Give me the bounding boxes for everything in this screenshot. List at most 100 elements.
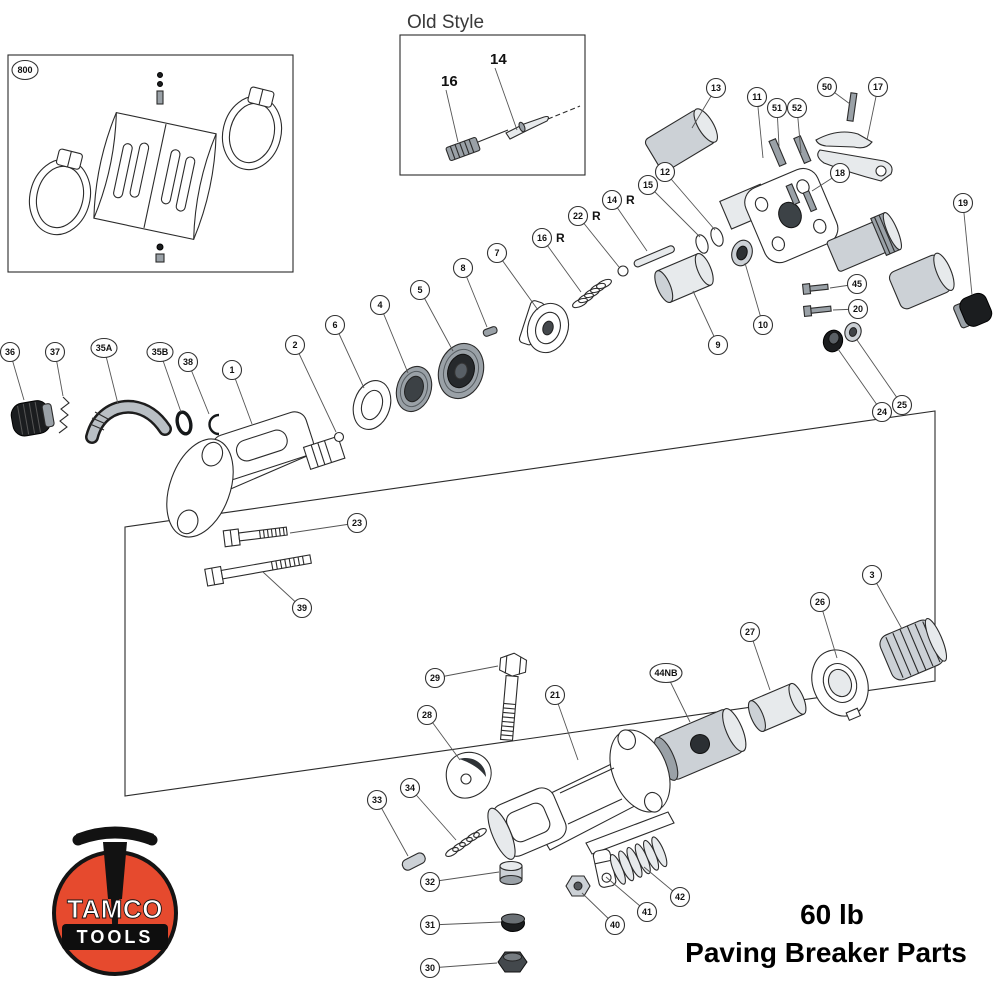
part-valve-stem [633, 245, 675, 268]
part-ball [617, 265, 629, 277]
svg-text:24: 24 [877, 407, 887, 417]
svg-text:52: 52 [792, 103, 802, 113]
callout-20: 20 [847, 298, 869, 320]
muffler-hardware [155, 72, 165, 263]
part-plug [953, 292, 993, 329]
callout-27: 27 [739, 621, 761, 643]
logo-text-tools: TOOLS [77, 927, 154, 947]
part-buffer-spring [609, 836, 668, 885]
part-seal-ring [352, 380, 392, 430]
part-grooved-bushing [395, 365, 433, 413]
part-bolt-short [222, 526, 288, 548]
svg-text:30: 30 [425, 963, 435, 973]
callout-51: 51 [766, 97, 788, 119]
part-pin-small [482, 326, 498, 337]
part-spring-pin [58, 396, 70, 434]
callout-45: 45 [846, 273, 868, 295]
callout-44NB: 44NB [649, 662, 683, 684]
svg-text:5: 5 [417, 285, 422, 295]
svg-text:2: 2 [292, 340, 297, 350]
part-retainer-plate [585, 811, 675, 855]
r-marker: R [592, 209, 601, 223]
callout-40: 40 [604, 914, 626, 936]
svg-text:18: 18 [835, 168, 845, 178]
part-valve-spring [572, 278, 612, 309]
part-hex-bolt [498, 652, 528, 741]
part-washer-c [844, 322, 862, 342]
part-fronthead [487, 729, 671, 860]
callout-35A: 35A [90, 337, 118, 359]
callout-22: 22 [567, 205, 589, 227]
part-elbow-hose [85, 399, 172, 444]
svg-text:38: 38 [183, 357, 193, 367]
part-latch-cam [445, 751, 492, 799]
callout-800: 800 [11, 59, 39, 81]
svg-text:25: 25 [897, 400, 907, 410]
part-latch-spring [445, 827, 487, 858]
callout-37: 37 [44, 341, 66, 363]
part-swivel-cylinder [888, 252, 955, 310]
part-sleeve [654, 253, 714, 303]
part-oring [175, 410, 193, 436]
callout-17: 17 [867, 76, 889, 98]
callout-33: 33 [366, 789, 388, 811]
callout-16: 16 [531, 227, 553, 249]
svg-text:51: 51 [772, 103, 782, 113]
part-retainer-nut [565, 875, 591, 897]
callout-38: 38 [177, 351, 199, 373]
svg-text:37: 37 [50, 347, 60, 357]
r-marker: R [556, 231, 565, 245]
callout-3: 3 [861, 564, 883, 586]
panel-outline [124, 410, 936, 797]
old-style-part-number: 14 [490, 51, 507, 68]
svg-text:4: 4 [377, 300, 382, 310]
callout-15: 15 [637, 174, 659, 196]
callout-50: 50 [816, 76, 838, 98]
svg-text:22: 22 [573, 211, 583, 221]
part-backhead [166, 411, 346, 538]
logo-banner [62, 924, 168, 950]
lower-assembly [401, 617, 948, 973]
callout-24: 24 [871, 401, 893, 423]
part-spacer-sleeve [747, 682, 807, 732]
svg-text:12: 12 [660, 167, 670, 177]
muffler-body [93, 111, 217, 241]
callout-4: 4 [369, 294, 391, 316]
svg-text:32: 32 [425, 877, 435, 887]
tamco-logo: TAMCO TOOLS [52, 826, 178, 976]
callout-2: 2 [284, 334, 306, 356]
part-front-flange [811, 649, 869, 722]
svg-text:8: 8 [460, 263, 465, 273]
title-weight: 60 lb [800, 899, 864, 930]
old-style-box [399, 34, 586, 176]
callout-42: 42 [669, 886, 691, 908]
svg-text:3: 3 [869, 570, 874, 580]
svg-text:33: 33 [372, 795, 382, 805]
svg-text:31: 31 [425, 920, 435, 930]
callout-8: 8 [452, 257, 474, 279]
r-marker: R [626, 193, 635, 207]
callout-41: 41 [636, 901, 658, 923]
svg-text:35B: 35B [152, 347, 169, 357]
callout-36: 36 [0, 341, 21, 363]
svg-text:45: 45 [852, 279, 862, 289]
callout-23: 23 [346, 512, 368, 534]
callout-32: 32 [419, 871, 441, 893]
callout-30: 30 [419, 957, 441, 979]
part-ribbed-cap [879, 617, 948, 681]
upper-assembly [10, 92, 993, 587]
part-hex-nut [497, 951, 528, 973]
part-retaining-ring [208, 413, 220, 436]
svg-text:11: 11 [752, 92, 762, 102]
part-roll-pin [401, 852, 426, 871]
inset-muffler-assembly [7, 54, 294, 273]
svg-text:6: 6 [332, 320, 337, 330]
svg-text:7: 7 [494, 248, 499, 258]
svg-text:23: 23 [352, 518, 362, 528]
callout-28: 28 [416, 704, 438, 726]
old-style-valve-parts [445, 105, 581, 162]
logo-text-tamco: TAMCO [67, 894, 163, 924]
part-hose-nipple [10, 400, 55, 437]
